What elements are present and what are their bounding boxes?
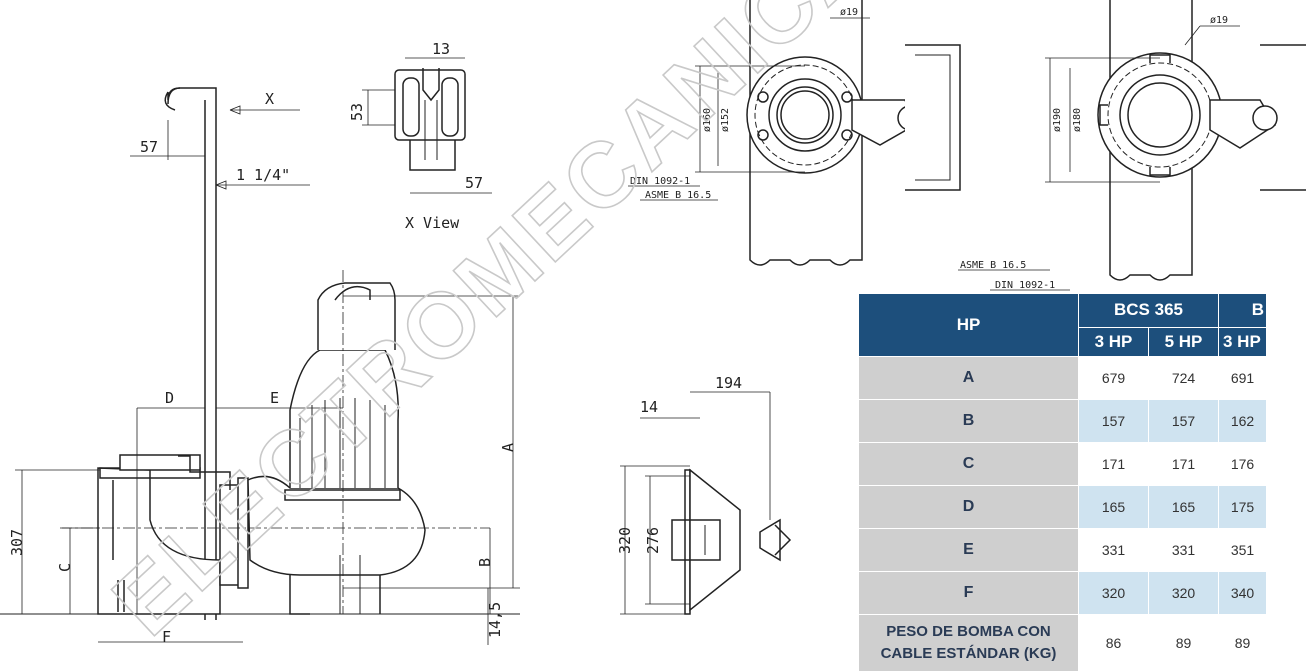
cell: 171 [1148,442,1219,486]
cell: 89 [1218,614,1267,672]
dim-e: E [270,389,279,407]
dim-d: D [165,389,174,407]
row-label: A [858,356,1079,400]
cell: 331 [1148,528,1219,572]
table-row: C 171 171 176 [858,442,1267,486]
row-label: C [858,442,1079,486]
cell: 157 [1148,399,1219,443]
table-subheader: 3 HP [1218,326,1267,358]
flange-right-dia2: ø180 [1072,108,1083,132]
cell: 331 [1078,528,1149,572]
dim-x-arrow: X [265,90,274,108]
x-view [362,57,492,194]
row-label: B [858,399,1079,443]
table-subheader: 3 HP [1078,326,1149,358]
side-dimension-lines [15,105,520,645]
flange-left [628,0,961,266]
dim-b: B [476,558,494,567]
row-label: E [858,528,1079,572]
table-subheader: 5 HP [1148,326,1219,358]
flange-left-std1: DIN 1092-1 [630,176,690,187]
dim-14-5: 14,5 [486,602,504,638]
flange-right [958,0,1306,291]
cell: 176 [1218,442,1267,486]
dim-307: 307 [8,529,26,556]
table-row: A 679 724 691 [858,356,1267,400]
flange-left-dia2: ø152 [720,108,731,132]
cell: 175 [1218,485,1267,529]
dim-14: 14 [640,398,658,416]
dim-57-xview: 57 [465,174,483,192]
cell: 165 [1078,485,1149,529]
cell: 171 [1078,442,1149,486]
table-group-header: B [1218,293,1267,328]
dim-pipe-size: 1 1/4" [236,166,290,184]
cell: 86 [1078,614,1149,672]
cell: 679 [1078,356,1149,400]
dim-320: 320 [616,527,634,554]
flange-left-dia1: ø160 [702,108,713,132]
cell: 351 [1218,528,1267,572]
table-row: E 331 331 351 [858,528,1267,572]
cell: 157 [1078,399,1149,443]
dim-53: 53 [348,103,366,121]
flange-right-dia1: ø190 [1052,108,1063,132]
table-row: F 320 320 340 [858,571,1267,615]
flange-left-bolt-dia: ø19 [840,7,858,18]
dim-276: 276 [644,527,662,554]
side-view [0,87,520,620]
dim-13: 13 [432,40,450,58]
row-label: D [858,485,1079,529]
cell: 320 [1148,571,1219,615]
cell: 162 [1218,399,1267,443]
dim-57-left: 57 [140,138,158,156]
table-group-header: BCS 365 [1078,293,1219,328]
cell: 691 [1218,356,1267,400]
flange-right-std1: ASME B 16.5 [960,260,1026,271]
cell: 320 [1078,571,1149,615]
dim-194: 194 [715,374,742,392]
table-row: PESO DE BOMBA CON CABLE ESTÁNDAR (KG) 86… [858,614,1267,672]
cell: 340 [1218,571,1267,615]
flange-right-bolt-dia: ø19 [1210,15,1228,26]
flange-left-std2: ASME B 16.5 [645,190,711,201]
dim-c: C [56,563,74,572]
x-view-label: X View [405,214,460,232]
table-row: D 165 165 175 [858,485,1267,529]
flange-right-std2: DIN 1092-1 [995,280,1055,291]
spec-table: HP BCS 365 B 3 HP 5 HP 3 HP A 679 724 69… [858,293,1267,672]
table-row: B 157 157 162 [858,399,1267,443]
dim-f: F [162,628,171,645]
table-corner-header: HP [858,293,1079,357]
row-label: F [858,571,1079,615]
row-label: PESO DE BOMBA CON CABLE ESTÁNDAR (KG) [858,614,1079,672]
dim-a: A [499,443,517,452]
cell: 89 [1148,614,1219,672]
cell: 724 [1148,356,1219,400]
bracket-view [620,391,792,615]
cell: 165 [1148,485,1219,529]
